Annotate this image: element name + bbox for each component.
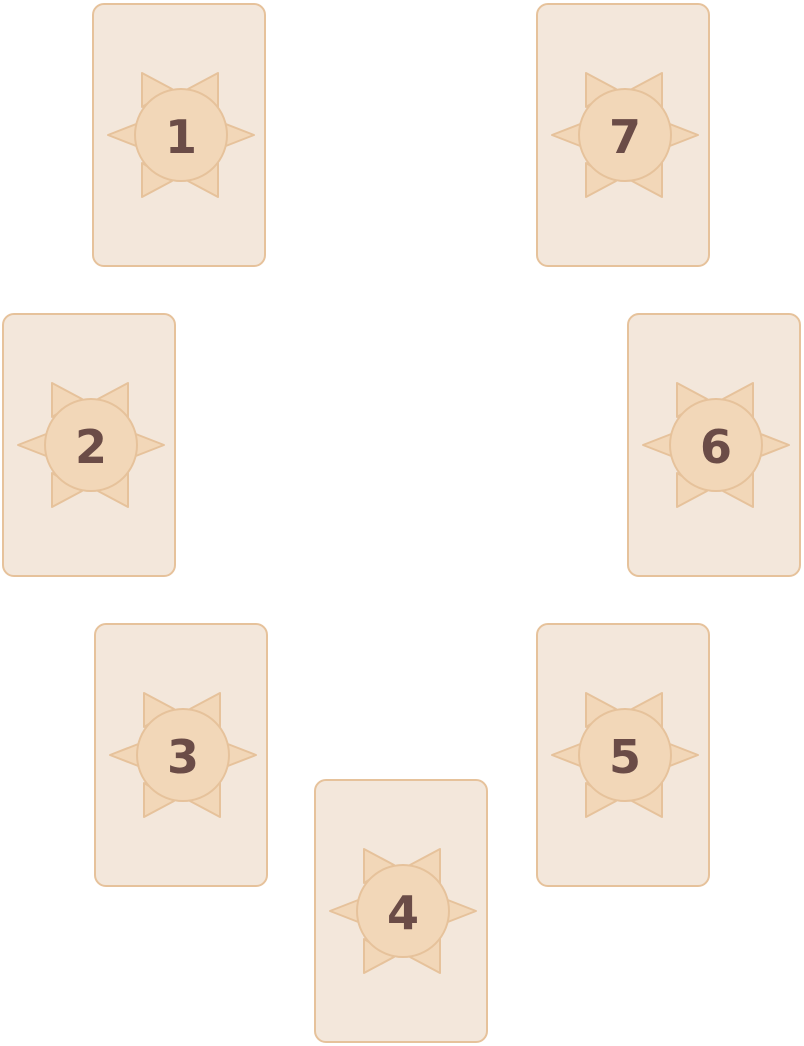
sun-emblem-icon: 3 [109,692,257,818]
card-number: 1 [165,110,197,164]
card-number: 3 [167,730,199,784]
sun-disc [578,708,672,802]
sun-disc [669,398,763,492]
card-number: 7 [609,110,641,164]
card-5[interactable]: 5 [536,623,710,887]
sun-disc [44,398,138,492]
card-number: 6 [700,420,732,474]
sun-emblem-icon: 5 [551,692,699,818]
card-4[interactable]: 4 [314,779,488,1043]
sun-emblem-icon: 7 [551,72,699,198]
card-7[interactable]: 7 [536,3,710,267]
sun-emblem-icon: 1 [107,72,255,198]
card-1[interactable]: 1 [92,3,266,267]
card-3[interactable]: 3 [94,623,268,887]
sun-disc [356,864,450,958]
sun-disc [136,708,230,802]
card-2[interactable]: 2 [2,313,176,577]
sun-emblem-icon: 2 [17,382,165,508]
card-6[interactable]: 6 [627,313,801,577]
card-number: 5 [609,730,641,784]
sun-emblem-icon: 6 [642,382,790,508]
sun-disc [578,88,672,182]
sun-disc [134,88,228,182]
sun-emblem-icon: 4 [329,848,477,974]
card-number: 2 [75,420,107,474]
card-number: 4 [387,886,419,940]
